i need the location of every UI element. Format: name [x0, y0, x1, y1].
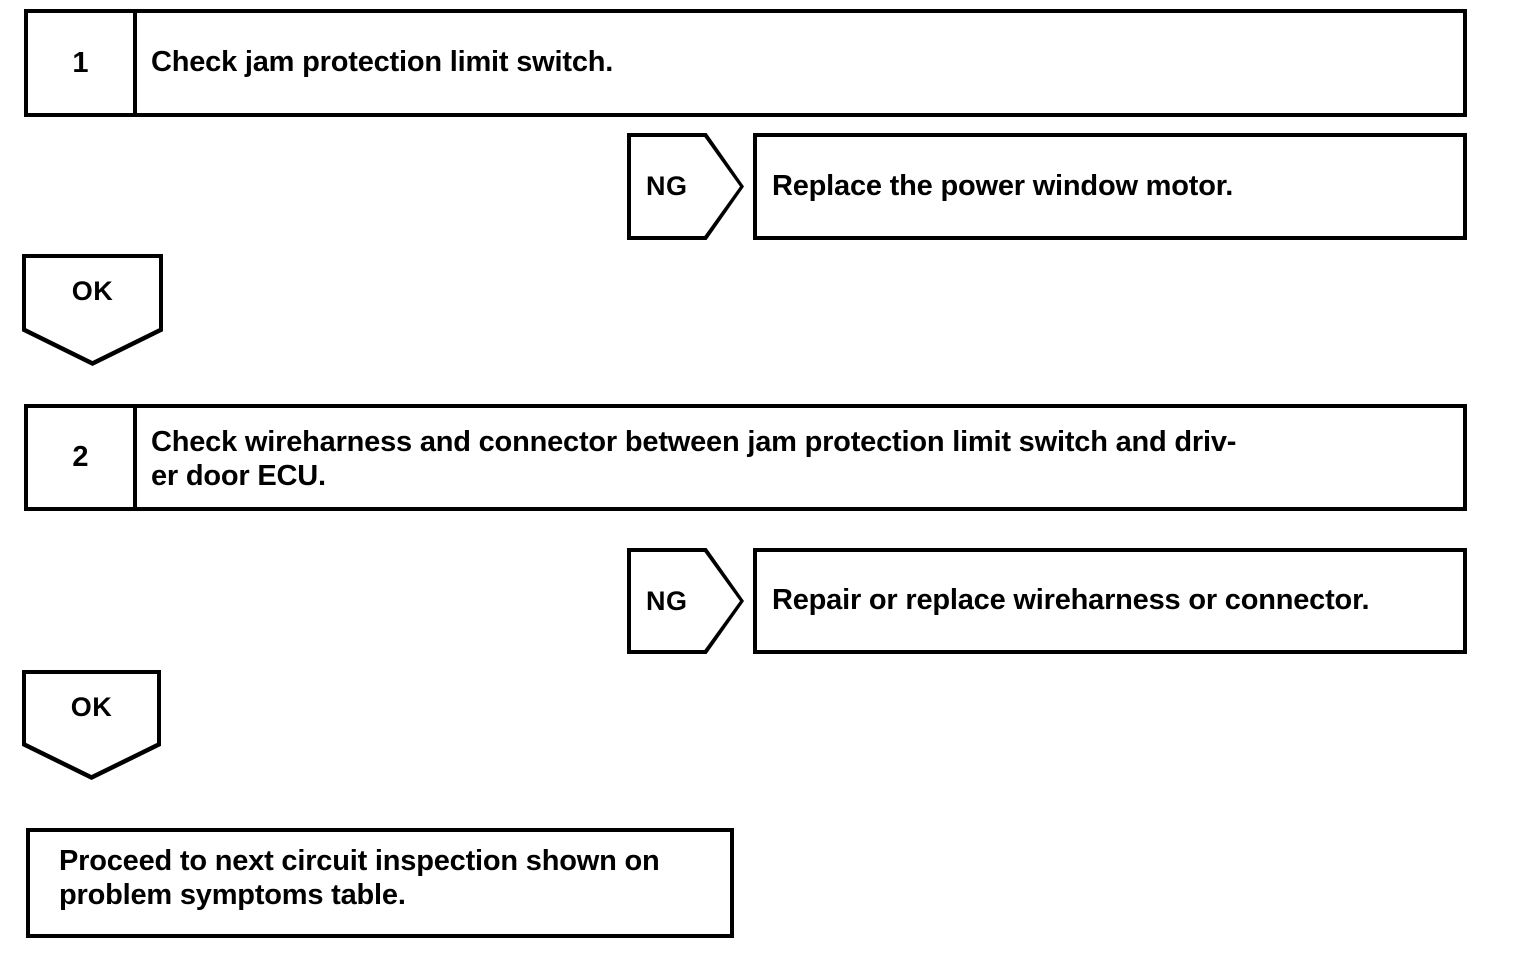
step-instruction-1: Check jam protection limit switch.: [151, 46, 614, 79]
ok-arrow-2-fill: [26, 674, 157, 775]
ok-arrow-1: OK: [22, 254, 163, 366]
step-instruction-2: Check wireharness and connector between …: [151, 426, 1237, 492]
final-action-box: Proceed to next circuit inspection shown…: [26, 828, 734, 938]
ng-result-box-1: Replace the power window motor.: [753, 133, 1467, 240]
ng-arrow-2-label: NG: [646, 585, 688, 616]
ok-arrow-1-label: OK: [71, 276, 114, 306]
ok-arrow-2: OK: [22, 670, 161, 780]
ng-result-box-2: Repair or replace wireharness or connect…: [753, 548, 1467, 654]
step-number-2: 2: [28, 408, 137, 507]
ng-arrow-1: NG: [627, 133, 744, 240]
ng-arrow-2: NG: [627, 548, 744, 654]
step-box-1: 1 Check jam protection limit switch.: [24, 9, 1467, 117]
ng-arrow-1-label: NG: [646, 171, 688, 201]
step-box-2: 2 Check wireharness and connector betwee…: [24, 404, 1467, 511]
step-number-1: 1: [28, 13, 137, 113]
ok-arrow-1-fill: [26, 258, 159, 361]
ok-arrow-2-label: OK: [70, 692, 113, 722]
